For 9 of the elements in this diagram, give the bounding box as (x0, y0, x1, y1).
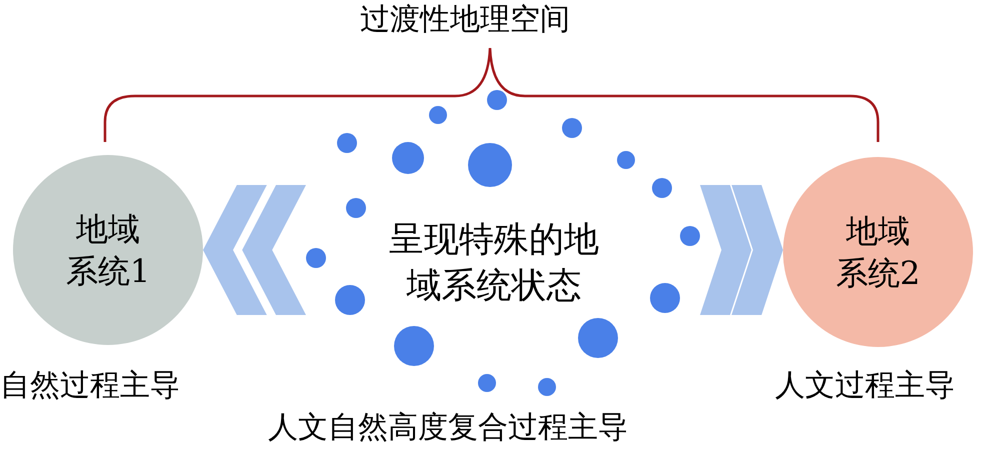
chevron-arrow (203, 185, 306, 315)
center-text: 呈现特殊的地域系统状态 (388, 219, 600, 308)
caption-text: 人文过程主导 (775, 368, 955, 404)
chevron-arrow (700, 185, 783, 315)
title-text: 过渡性地理空间 (360, 2, 570, 38)
circle-label: 地域系统1 (65, 209, 151, 292)
circle-label: 地域系统2 (835, 211, 921, 294)
caption-text: 自然过程主导 (0, 368, 180, 404)
caption-text: 人文自然高度复合过程主导 (268, 410, 628, 446)
